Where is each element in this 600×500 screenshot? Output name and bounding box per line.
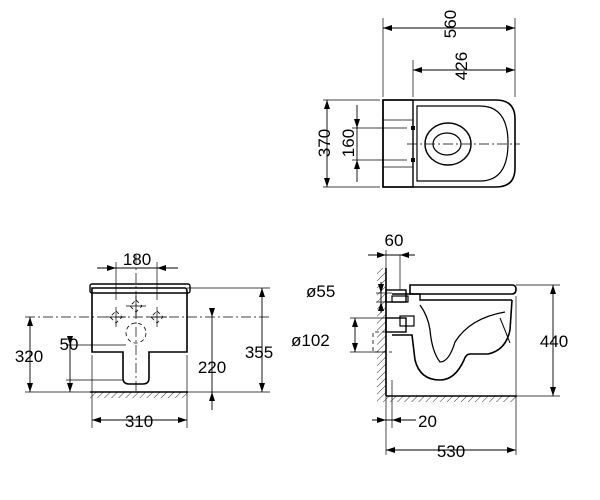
label-320: 320 [15,347,43,366]
top-view-fixing-hole [411,126,415,130]
label-426: 426 [452,52,471,80]
dimension-560: 560 [383,10,515,38]
label-440: 440 [540,332,568,351]
label-355: 355 [245,343,273,362]
front-view-outline [91,287,188,385]
side-view-bowl [392,299,513,381]
side-view-waste-outlet [372,315,415,353]
side-view-rim [392,293,512,301]
dimension-220: 220 [198,308,226,410]
dimension-50: 50 [60,335,79,392]
front-view-floor-hatch [90,392,188,398]
label-d55: ø55 [306,282,335,301]
label-310: 310 [125,412,153,431]
dimension-310: 310 [92,412,187,431]
label-560: 560 [441,10,460,38]
label-180: 180 [123,250,151,269]
front-view: 180 310 320 50 220 [15,250,273,431]
side-view-rim-detail [499,317,511,344]
dimension-426: 426 [413,52,515,80]
label-530: 530 [437,442,465,461]
dimension-440: 440 [540,285,568,396]
label-50: 50 [60,335,79,354]
label-20: 20 [418,412,437,431]
top-view-seat-hinge [382,99,414,188]
dimension-160: 160 [339,105,360,182]
dimension-320: 320 [15,317,43,392]
label-d102: ø102 [291,331,330,350]
front-view-seat-lid [89,283,191,294]
dimension-60: 60 [368,231,415,258]
label-60: 60 [385,231,404,250]
side-view-wall-hatch [377,268,386,396]
side-view-floor-hatch [377,396,517,402]
dimension-20: 20 [372,412,437,431]
label-370: 370 [315,129,334,157]
side-view-seat-lid [409,284,517,295]
side-view-trapway [419,304,506,363]
dimension-d102: ø102 [291,318,358,352]
top-view-outline [382,99,516,188]
label-160: 160 [339,129,358,157]
side-view-flush-inlet [385,289,409,303]
dimension-d55: ø55 [306,282,384,313]
dimension-530: 530 [386,442,516,461]
dimension-370: 370 [315,100,334,187]
dimension-180: 180 [97,250,178,271]
dimension-355: 355 [245,288,273,392]
top-view: 560 426 370 160 [315,10,520,188]
side-view: 60 ø55 ø102 440 20 [291,231,568,461]
front-view-outlet [125,322,147,344]
top-view-fixing-hole [411,158,415,162]
label-220: 220 [198,358,226,377]
top-view-seat-outline [416,105,509,182]
